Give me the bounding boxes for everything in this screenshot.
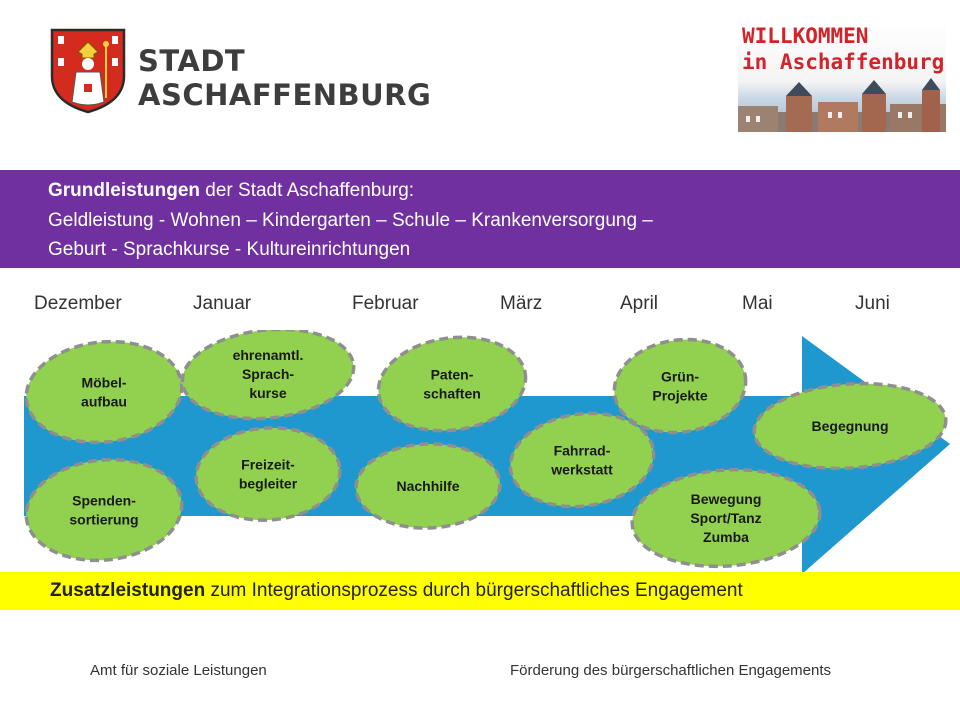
activity-label: Projekte bbox=[652, 388, 707, 404]
activity-label: schaften bbox=[423, 386, 481, 402]
activity-label: Freizeit- bbox=[241, 457, 295, 473]
activity-ellipse: Spenden-sortierung bbox=[24, 457, 184, 563]
grundleistungen-banner: Grundleistungen der Stadt Aschaffenburg:… bbox=[0, 170, 960, 268]
activity-ellipse: Nachhilfe bbox=[354, 442, 502, 530]
activity-label: Sprach- bbox=[242, 366, 294, 382]
activity-ellipse: ehrenamtl. Sprach-kurse bbox=[180, 330, 356, 421]
activity-ellipse-shape bbox=[630, 467, 822, 569]
activity-label: ehrenamtl. bbox=[233, 347, 304, 363]
activity-ellipse-shape bbox=[752, 381, 948, 471]
activity-ellipse: Fahrrad-werkstatt bbox=[508, 411, 656, 509]
footer-right: Förderung des bürgerschaftlichen Engagem… bbox=[510, 662, 832, 679]
logo-line-aschaffenburg: ASCHAFFENBURG bbox=[138, 78, 432, 112]
city-crest-icon bbox=[48, 28, 128, 114]
activity-label: kurse bbox=[249, 385, 287, 401]
activity-ellipse-shape bbox=[24, 457, 184, 563]
month-label: April bbox=[620, 293, 659, 314]
activity-label: aufbau bbox=[81, 394, 127, 410]
activity-ellipse-shape bbox=[612, 337, 748, 435]
activity-ellipse: Grün- Projekte bbox=[612, 337, 748, 435]
zusatzleistungen-bold: Zusatzleistungen bbox=[50, 580, 206, 601]
activity-label: begleiter bbox=[239, 476, 298, 492]
activity-ellipse: Freizeit-begleiter bbox=[194, 426, 342, 522]
activity-ellipse-shape bbox=[24, 339, 184, 445]
grundleistungen-bold: Grundleistungen bbox=[48, 180, 200, 201]
activity-ellipse-shape bbox=[180, 330, 356, 421]
activity-label: werkstatt bbox=[550, 462, 613, 478]
month-label: Februar bbox=[352, 293, 419, 314]
welcome-line-2: in Aschaffenburg bbox=[742, 50, 945, 74]
activity-label: Spenden- bbox=[72, 493, 136, 509]
activity-label: Nachhilfe bbox=[396, 478, 459, 494]
activity-label: Fahrrad- bbox=[554, 443, 611, 459]
activity-ellipse-shape bbox=[508, 411, 656, 509]
activity-ellipse-shape bbox=[194, 426, 342, 522]
activity-label: Möbel- bbox=[81, 375, 126, 391]
zusatzleistungen-banner: Zusatzleistungen zum Integrationsprozess… bbox=[0, 572, 960, 610]
castle-skyline-icon bbox=[738, 78, 946, 132]
footer-left: Amt für soziale Leistungen bbox=[90, 662, 267, 679]
logo-line-stadt: STADT bbox=[138, 44, 246, 78]
grundleistungen-line-2: Geldleistung - Wohnen – Kindergarten – S… bbox=[48, 210, 653, 231]
activity-label: Grün- bbox=[661, 369, 699, 385]
activity-label: Bewegung bbox=[691, 491, 762, 507]
month-label: Januar bbox=[193, 293, 252, 314]
activity-ellipse: Begegnung bbox=[752, 381, 948, 471]
activity-label: Paten- bbox=[431, 367, 474, 383]
activity-ellipse-shape bbox=[354, 442, 502, 530]
activity-ellipse: Möbel-aufbau bbox=[24, 339, 184, 445]
grundleistungen-heading: Grundleistungen der Stadt Aschaffenburg: bbox=[48, 180, 414, 202]
city-logo-text: STADT ASCHAFFENBURG bbox=[138, 44, 431, 112]
activity-label: Begegnung bbox=[812, 418, 889, 434]
month-label: Dezember bbox=[34, 293, 122, 314]
activity-label: Sport/Tanz bbox=[690, 510, 761, 526]
month-label: Juni bbox=[855, 293, 890, 314]
activity-label: Zumba bbox=[703, 529, 749, 545]
grundleistungen-line-3: Geburt - Sprachkurse - Kultureinrichtung… bbox=[48, 239, 411, 260]
activity-ellipse: Paten-schaften bbox=[376, 335, 528, 433]
activity-label: sortierung bbox=[69, 512, 138, 528]
month-timeline: Dezember Januar Februar März April Mai J… bbox=[0, 293, 960, 323]
month-label: Mai bbox=[742, 293, 773, 314]
zusatzleistungen-text: Zusatzleistungen zum Integrationsprozess… bbox=[50, 580, 743, 602]
zusatzleistungen-rest: zum Integrationsprozess durch bürgerscha… bbox=[205, 580, 743, 601]
grundleistungen-heading-rest: der Stadt Aschaffenburg: bbox=[200, 180, 415, 201]
welcome-line-1: WILLKOMMEN bbox=[742, 24, 869, 48]
welcome-image: WILLKOMMEN in Aschaffenburg bbox=[738, 20, 946, 132]
month-label: März bbox=[500, 293, 543, 314]
activity-ellipse-shape bbox=[376, 335, 528, 433]
